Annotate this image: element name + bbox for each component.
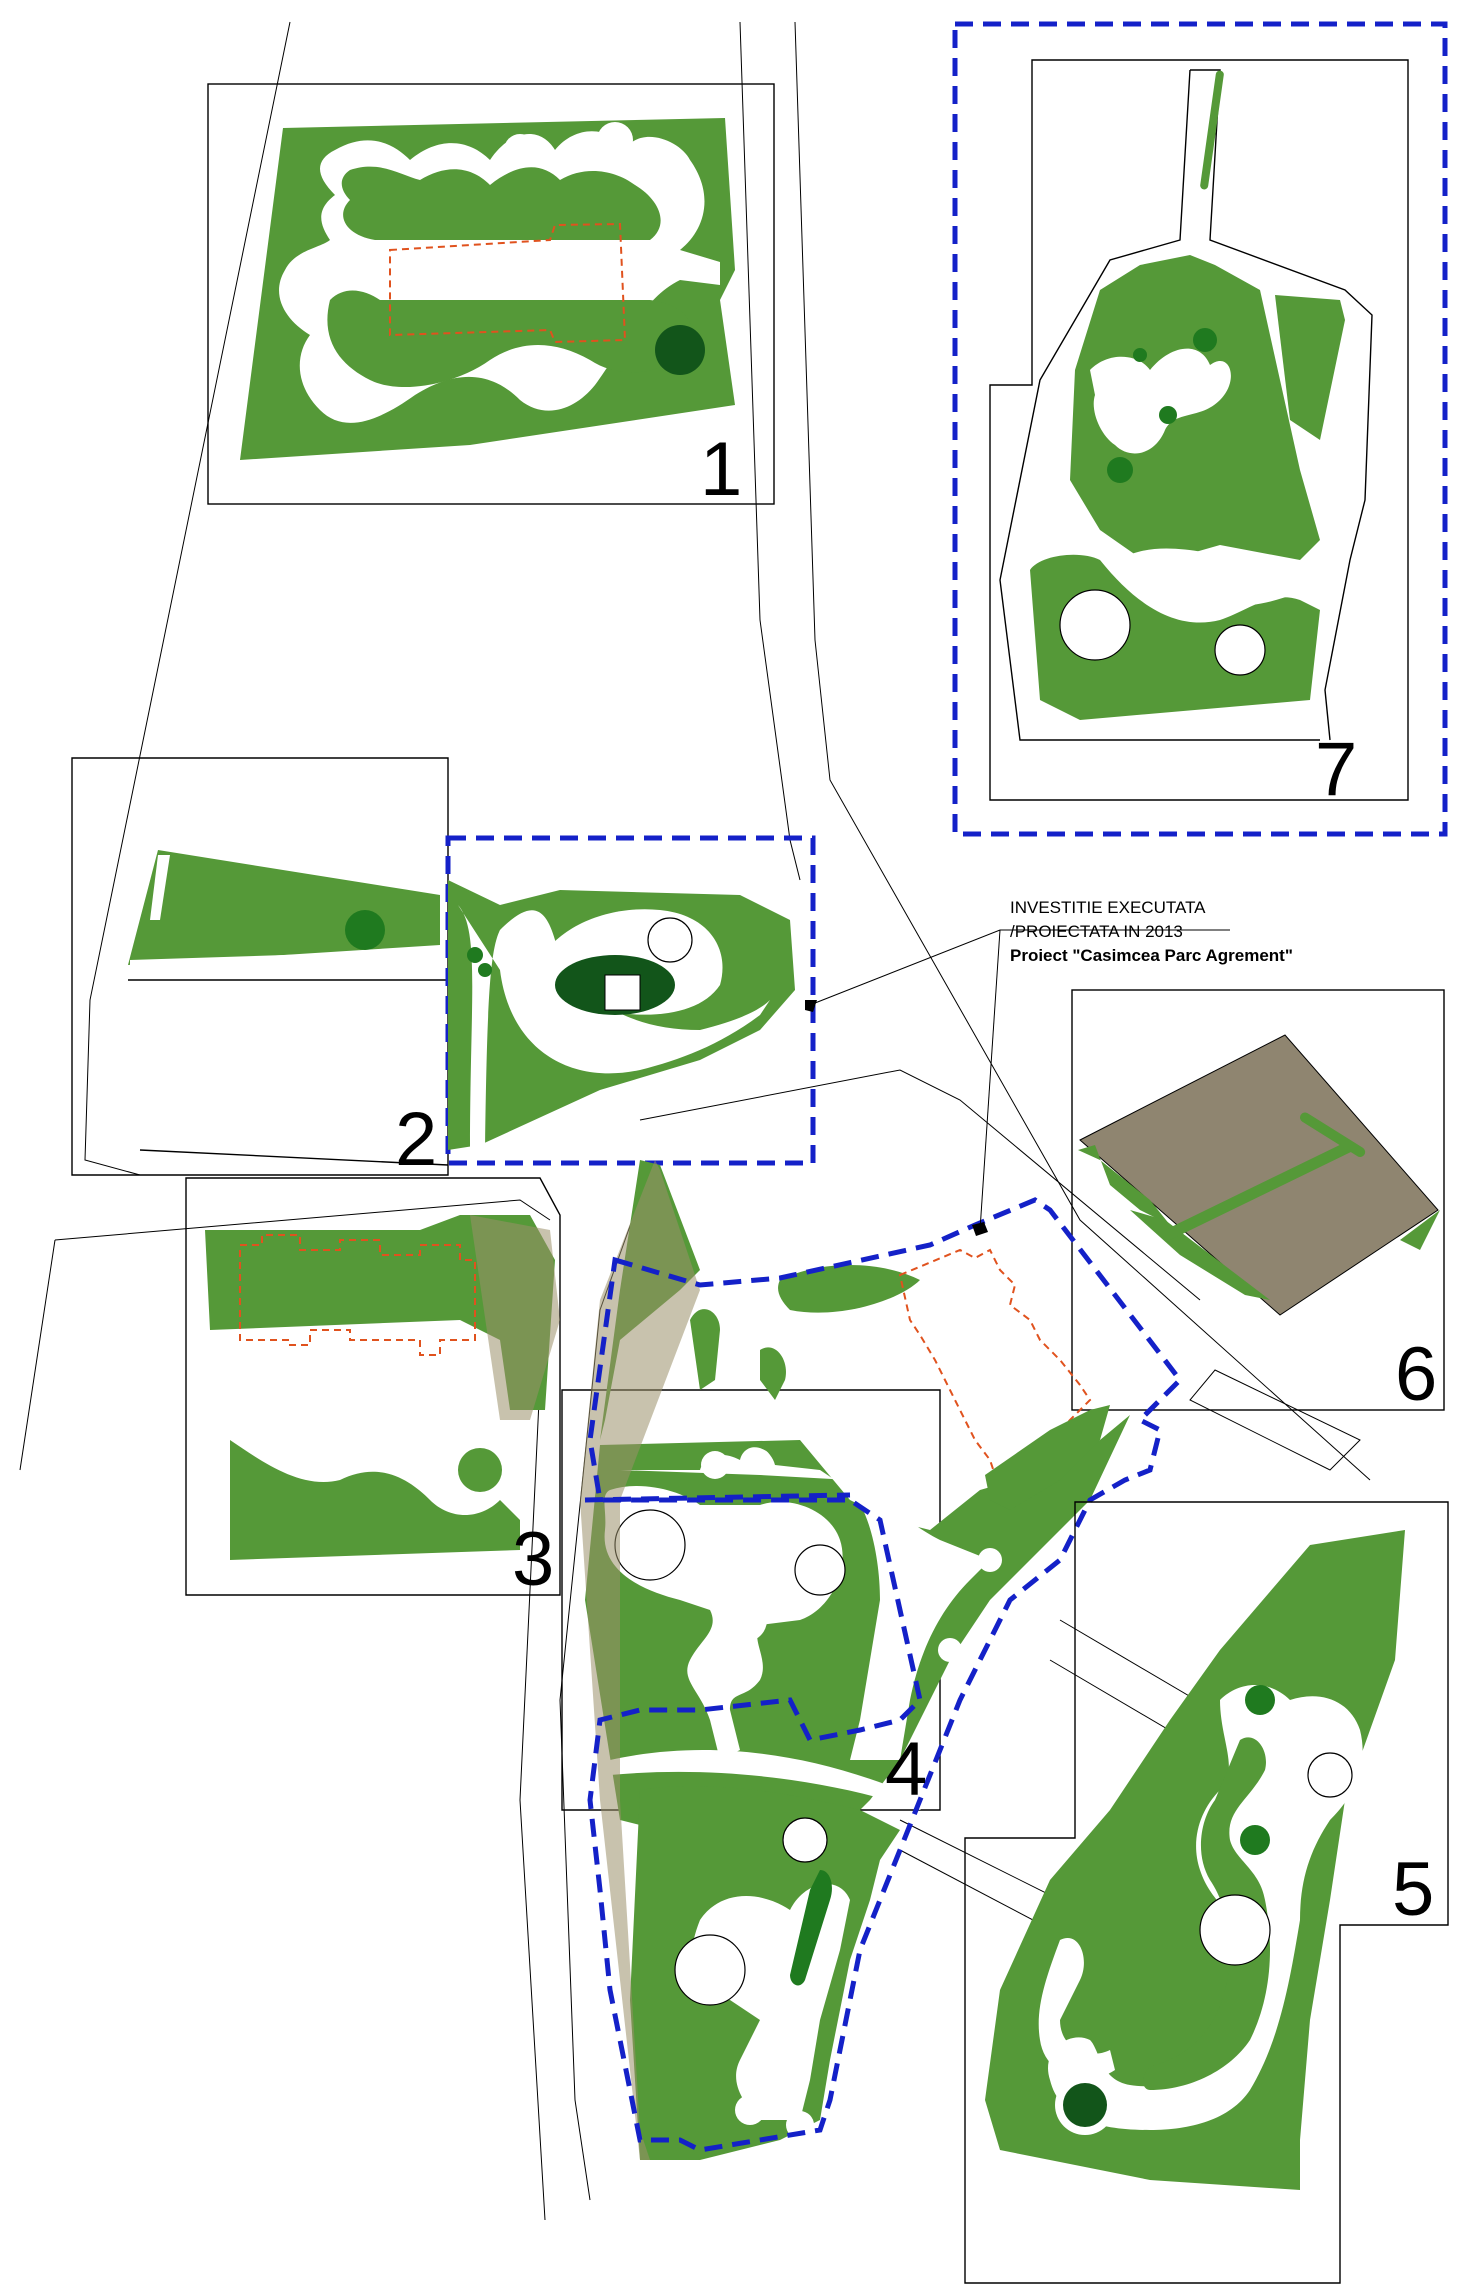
building-outline-zone-1 — [389, 222, 627, 344]
investment-annotation: INVESTITIE EXECUTATA /PROIECTATA IN 2013… — [805, 898, 1293, 1236]
zone-7-boundary — [952, 21, 1448, 837]
tree-zone-5 — [1063, 2083, 1107, 2127]
zone-7-lawn-east — [1275, 295, 1345, 440]
zone-5-circle-2 — [1199, 1894, 1271, 1966]
zone-4-circle-1 — [614, 1509, 686, 1581]
zone-1-inner-lawn — [341, 166, 661, 240]
zone-7-label: 7 — [1315, 727, 1357, 812]
zone-5-frame — [964, 1501, 1449, 2284]
annotation-line-3: Proiect "Casimcea Parc Agrement" — [1010, 946, 1293, 965]
building-outline-zone-3 — [239, 1234, 476, 1356]
zone-6: 6 — [1071, 989, 1445, 1417]
zone-2-pavilion — [604, 974, 641, 1011]
zone-2-label: 2 — [395, 1097, 437, 1182]
zone-2-lawn-west — [128, 850, 440, 965]
zone-7-frame — [989, 59, 1409, 801]
zone-6-frame — [1071, 989, 1445, 1411]
zone-3-label: 3 — [512, 1517, 554, 1602]
zone-2: 2 — [71, 757, 816, 1182]
zone-1-frame — [207, 83, 775, 505]
zone-5-circle-1 — [1307, 1752, 1353, 1798]
zone-3: 3 — [185, 1177, 561, 1602]
annotation-line-1: INVESTITIE EXECUTATA — [1010, 898, 1206, 917]
tree-zone-1 — [655, 325, 705, 375]
zone-5-label: 5 — [1392, 1847, 1434, 1932]
tree-zone-2-west — [345, 910, 385, 950]
leader-marker-zone-2 — [805, 1000, 817, 1012]
zone-7: 7 — [952, 21, 1448, 837]
zone-4-boundary — [587, 1197, 1184, 2153]
zone-3-lawn-north — [205, 1215, 555, 1410]
zone-5-lawn — [985, 1530, 1405, 2190]
zone-1: 1 — [207, 83, 775, 512]
zone-4-frame — [561, 1389, 941, 1811]
zone-5: 5 — [964, 1501, 1449, 2284]
zone-4-circle-2 — [794, 1544, 846, 1596]
zone-2-frame — [71, 757, 449, 1176]
zone-3-frame — [185, 1177, 561, 1596]
zone-1-label: 1 — [700, 427, 742, 512]
zone-4: 4 — [561, 1160, 1184, 2160]
zone-6-label: 6 — [1395, 1332, 1437, 1417]
zone-4-label: 4 — [885, 1727, 927, 1812]
zone-1-lower-lawn — [327, 290, 692, 388]
zone-6-paved-area — [1079, 1034, 1439, 1316]
zone-4-circle-3 — [674, 1934, 746, 2006]
annotation-line-2: /PROIECTATA IN 2013 — [1010, 922, 1183, 941]
zone-3-lawn-south — [230, 1440, 520, 1560]
zone-4-circle-4 — [782, 1817, 828, 1863]
leader-marker-zone-4 — [972, 1222, 988, 1236]
